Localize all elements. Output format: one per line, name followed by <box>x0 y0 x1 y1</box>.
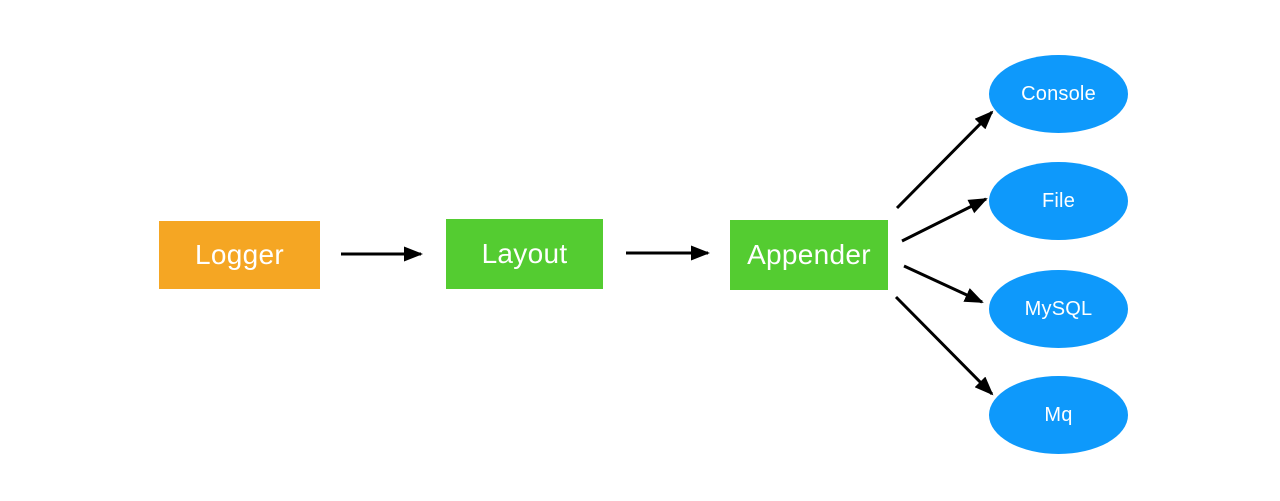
node-mq-label: Mq <box>1044 403 1073 426</box>
node-mysql-label: MySQL <box>1024 297 1093 320</box>
node-file: File <box>989 162 1128 240</box>
node-console: Console <box>989 55 1128 133</box>
node-layout: Layout <box>446 219 603 289</box>
edge-appender-mq <box>894 295 994 396</box>
node-mq: Mq <box>989 376 1128 454</box>
node-appender: Appender <box>730 220 888 290</box>
node-appender-label: Appender <box>747 239 871 270</box>
node-file-label: File <box>1041 189 1076 212</box>
node-logger: Logger <box>159 221 320 289</box>
node-mysql: MySQL <box>989 270 1128 348</box>
edge-appender-mysql <box>903 264 984 304</box>
node-logger-label: Logger <box>195 239 284 270</box>
node-layout-label: Layout <box>481 238 568 269</box>
edge-appender-console <box>895 110 994 210</box>
edge-appender-file <box>901 197 988 243</box>
node-console-label: Console <box>1021 82 1096 105</box>
